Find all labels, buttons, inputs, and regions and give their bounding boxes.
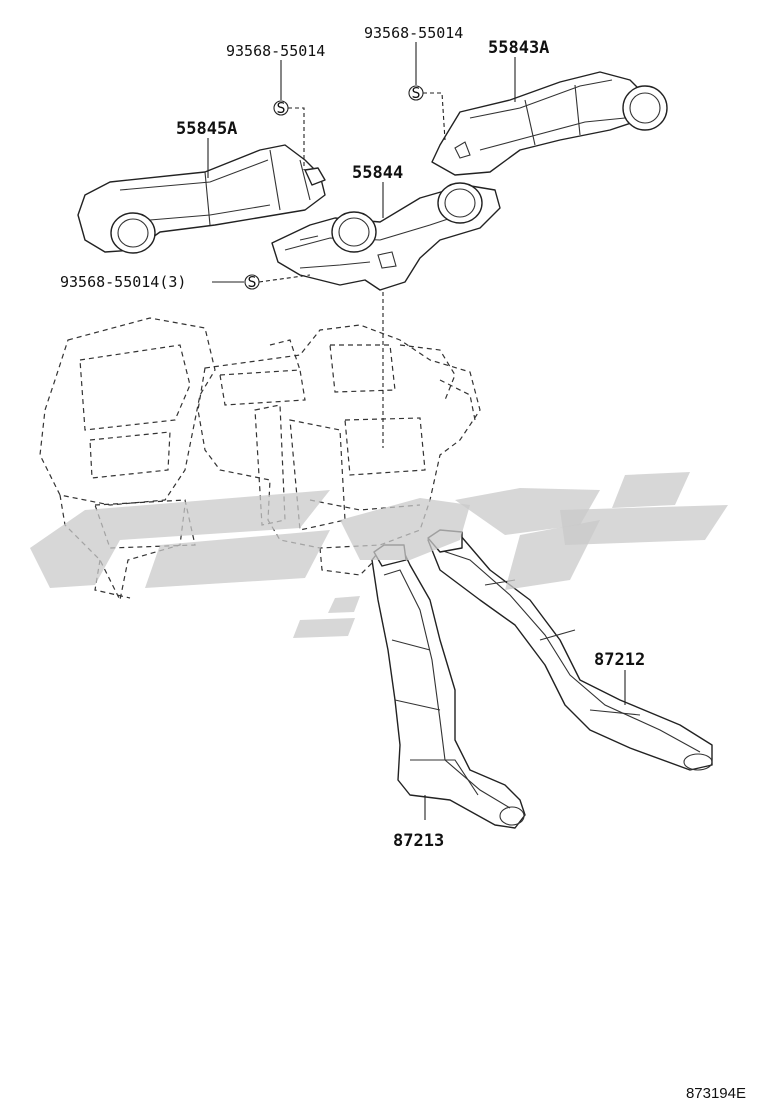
screw-symbol-top-right: S	[408, 84, 424, 102]
label-duct-55843a: 55843A	[488, 38, 549, 58]
svg-text:S: S	[411, 84, 420, 102]
screw-symbol-top-left: S	[273, 99, 289, 117]
watermark-logo	[30, 472, 728, 638]
label-screw-top-left: 93568-55014	[226, 42, 325, 60]
label-duct-87213: 87213	[393, 831, 444, 851]
label-screw-center: 93568-55014(3)	[60, 273, 186, 291]
label-center-duct-55844: 55844	[352, 163, 403, 183]
screw-symbol-center: S	[244, 273, 260, 291]
center-duct-55844	[271, 182, 501, 291]
duct-55845a	[77, 144, 326, 254]
figure-code: 873194E	[685, 1085, 746, 1102]
leader-lines	[207, 42, 626, 820]
label-screw-top-right: 93568-55014	[364, 24, 463, 42]
svg-text:S: S	[247, 273, 256, 291]
svg-text:S: S	[276, 99, 285, 117]
label-duct-55845a: 55845A	[176, 119, 237, 139]
duct-55843a	[431, 71, 668, 176]
label-duct-87212: 87212	[594, 650, 645, 670]
